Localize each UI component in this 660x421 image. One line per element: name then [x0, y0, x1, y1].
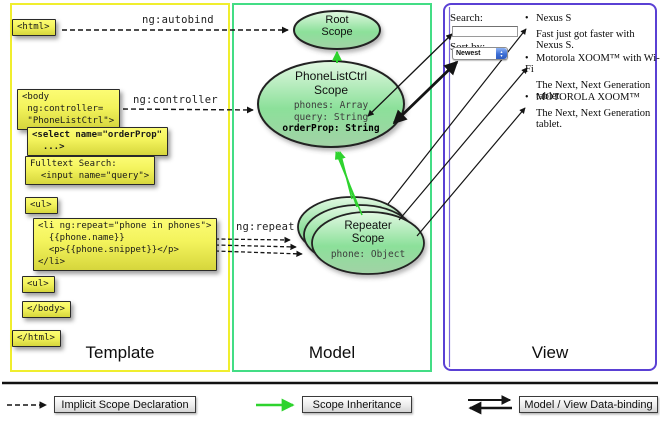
repeat-dashed-arrow-2: [214, 243, 297, 251]
controller-dashed-arrow: [122, 106, 254, 114]
code-ul-open: <ul>: [25, 197, 58, 214]
binding-arrow-item-2: [398, 67, 528, 221]
phone-name: MOTOROLA XOOM™: [536, 92, 640, 103]
phone-snippet: Fast just got faster with Nexus S.: [536, 29, 635, 51]
binding-arrow-item-3: [416, 107, 526, 237]
code-html-close: </html>: [12, 330, 61, 347]
repeater-line2: Scope: [351, 232, 385, 245]
prop-orderprop: orderProp: String: [282, 123, 380, 134]
sort-dropdown[interactable]: Newest ▲ ▼: [452, 47, 508, 60]
label-ng-controller: ng:controller: [133, 94, 218, 106]
phonelistctrl-line2: Scope: [313, 82, 349, 97]
phone-snippet: The Next, Next Generation tablet.: [536, 108, 651, 130]
code-body-close: </body>: [22, 301, 71, 318]
phone-name: Nexus S: [536, 13, 572, 24]
code-li-repeat: <li ng:repeat="phone in phones"> {{phone…: [33, 218, 218, 271]
search-label: Search:: [450, 12, 483, 24]
label-ng-repeat: ng:repeat: [236, 221, 295, 233]
repeater-line1: Repeater: [344, 220, 392, 232]
legend-scope-inheritance-box: Scope Inheritance: [302, 396, 412, 413]
inheritance-arrow-repeater-3: [334, 151, 363, 216]
bullet-icon: •: [525, 92, 529, 103]
phone-name: Motorola XOOM™ with Wi-Fi: [525, 53, 660, 75]
bullet-icon: •: [525, 53, 529, 64]
phonelistctrl-line1: PhoneListCtrl: [294, 69, 368, 83]
repeater-scope-ellipse-front: [311, 211, 425, 275]
label-ng-autobind: ng:autobind: [142, 14, 214, 26]
code-fulltext-input: Fulltext Search: <input name="query">: [25, 156, 156, 185]
repeater-scope-text: Repeater Scope phone: Object: [312, 220, 424, 261]
sort-dropdown-value: Newest: [456, 50, 481, 57]
root-scope-ellipse: [293, 10, 381, 50]
root-scope-line1: Root: [325, 14, 349, 26]
phone-snippet: The Next, Next Generation tablet.: [536, 80, 651, 102]
phone-list-item-2: •Motorola XOOM™ with Wi-Fi The Next, Nex…: [525, 53, 660, 102]
phonelistctrl-scope-text: PhoneListCtrl Scope phones: Array query:…: [258, 69, 404, 135]
code-html-open: <html>: [12, 19, 56, 36]
phone-list-item-1: • Nexus S Fast just got faster with Nexus…: [525, 13, 660, 51]
code-ul-close: <ul>: [22, 276, 55, 293]
phone-list-item-3: • MOTOROLA XOOM™ The Next, Next Generatio…: [525, 92, 660, 130]
code-body-open: <body ng:controller= "PhoneListCtrl">: [17, 89, 121, 130]
binding-arrow-orderprop-sort: [392, 60, 459, 125]
view-panel: [443, 3, 657, 371]
root-scope-line2: Scope: [321, 26, 353, 38]
prop-phone: phone: Object: [330, 249, 406, 260]
repeat-dashed-arrow-3: [214, 250, 303, 258]
dropdown-up-icon: ▲: [499, 49, 504, 54]
template-panel-title: Template: [85, 343, 155, 362]
view-panel-title: View: [531, 343, 569, 362]
bullet-icon: •: [525, 13, 529, 24]
search-input[interactable]: [452, 26, 518, 37]
root-scope-text: Root Scope: [294, 14, 380, 38]
code-select: <select name="orderProp" ...>: [27, 127, 169, 156]
dropdown-down-icon: ▼: [499, 53, 504, 58]
model-panel-title: Model: [308, 343, 356, 362]
prop-query: query: String: [293, 111, 369, 123]
prop-phones: phones: Array: [293, 100, 369, 111]
dropdown-stepper-icon[interactable]: ▲ ▼: [496, 48, 507, 59]
legend-implicit-scope-box: Implicit Scope Declaration: [54, 396, 196, 413]
legend-data-binding-box: Model / View Data-binding: [519, 396, 658, 413]
